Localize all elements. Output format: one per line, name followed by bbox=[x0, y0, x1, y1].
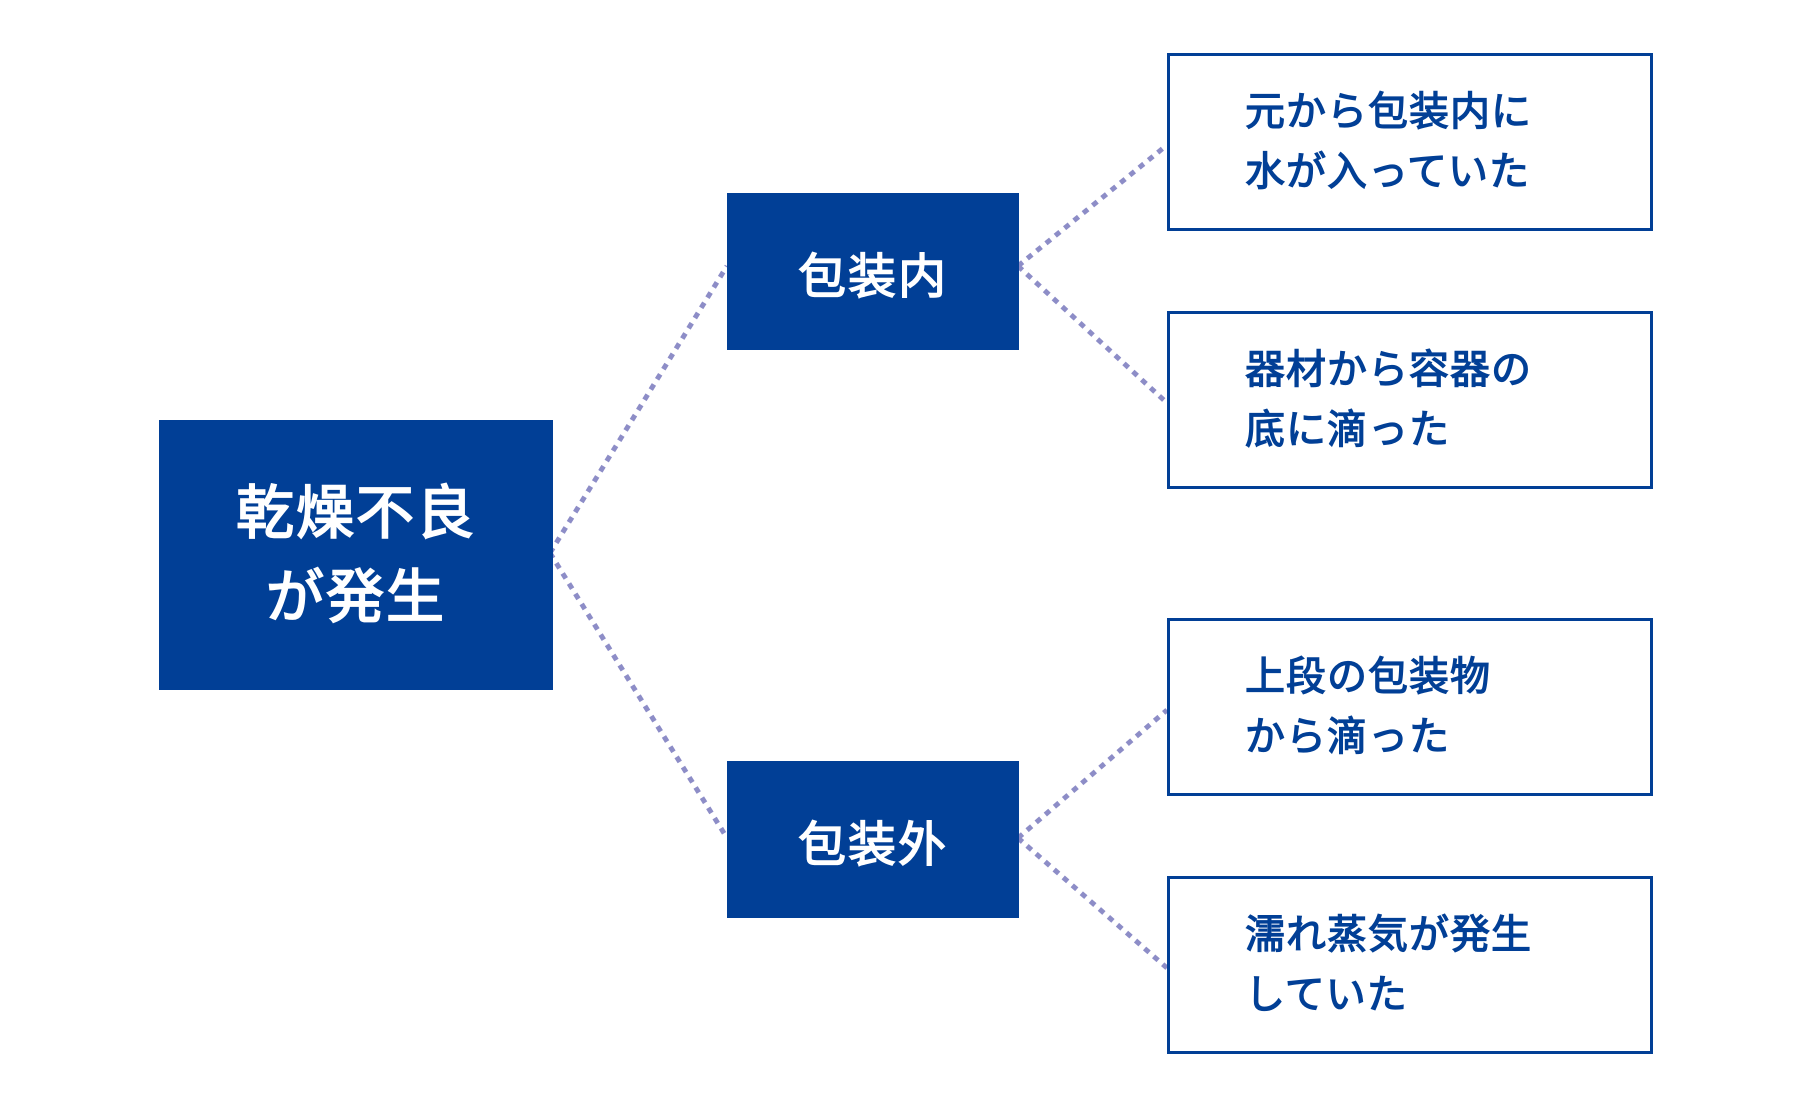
root-node: 乾燥不良 が発生 bbox=[159, 420, 553, 690]
branch-node-inner: 包装内 bbox=[727, 193, 1019, 350]
leaf-label-3: 上段の包装物 から滴った bbox=[1170, 647, 1491, 767]
leaf-label-2: 器材から容器の 底に滴った bbox=[1170, 340, 1532, 460]
leaf-node-4: 濡れ蒸気が発生 していた bbox=[1167, 876, 1653, 1054]
connector-outer-to-leaf-4 bbox=[1016, 836, 1169, 970]
leaf-label-4: 濡れ蒸気が発生 していた bbox=[1170, 905, 1532, 1025]
branch-label-outer: 包装外 bbox=[797, 816, 948, 873]
root-label-line-1: 乾燥不良 bbox=[235, 479, 476, 547]
connector-outer-to-leaf-3 bbox=[1016, 708, 1169, 840]
root-label: 乾燥不良 が発生 bbox=[236, 471, 476, 639]
leaf-label-2-line-1: 器材から容器の bbox=[1245, 347, 1532, 393]
connector-inner-to-leaf-1 bbox=[1016, 143, 1169, 268]
leaf-label-4-line-1: 濡れ蒸気が発生 bbox=[1245, 912, 1532, 958]
leaf-label-2-line-2: 底に滴った bbox=[1245, 407, 1450, 453]
leaf-label-3-line-2: から滴った bbox=[1245, 714, 1450, 760]
connector-root-to-outer bbox=[547, 551, 730, 840]
leaf-label-1-line-2: 水が入っていた bbox=[1245, 149, 1530, 195]
branch-node-outer: 包装外 bbox=[727, 761, 1019, 918]
branch-label-inner: 包装内 bbox=[797, 248, 948, 305]
leaf-label-1: 元から包装内に 水が入っていた bbox=[1170, 82, 1532, 202]
leaf-label-4-line-2: していた bbox=[1245, 972, 1408, 1018]
root-label-line-2: が発生 bbox=[265, 563, 446, 631]
connector-inner-to-leaf-2 bbox=[1016, 264, 1169, 405]
leaf-node-3: 上段の包装物 から滴った bbox=[1167, 618, 1653, 796]
leaf-node-1: 元から包装内に 水が入っていた bbox=[1167, 53, 1653, 231]
connector-root-to-inner bbox=[547, 264, 730, 555]
leaf-label-3-line-1: 上段の包装物 bbox=[1245, 654, 1491, 700]
leaf-label-1-line-1: 元から包装内に bbox=[1245, 89, 1532, 135]
leaf-node-2: 器材から容器の 底に滴った bbox=[1167, 311, 1653, 489]
